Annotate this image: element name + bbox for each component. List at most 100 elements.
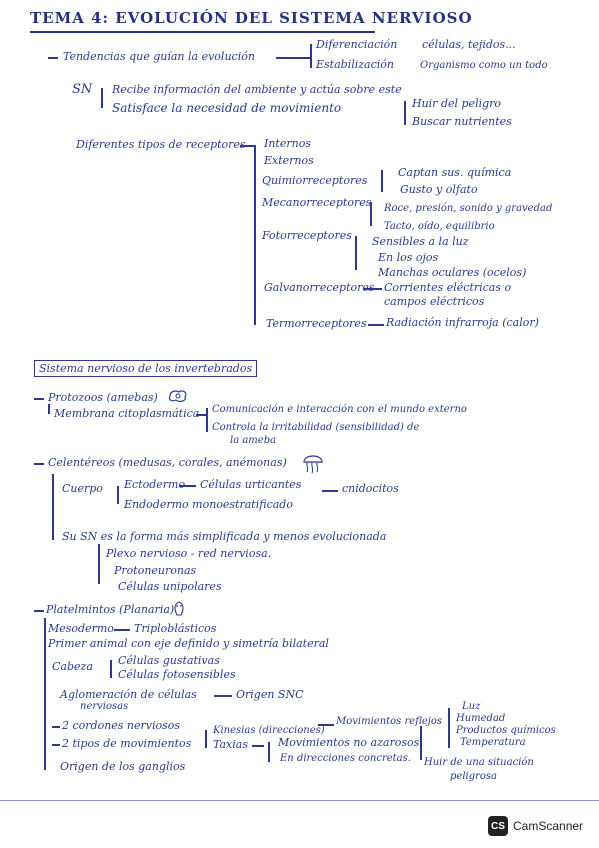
- bullet-dash: [48, 57, 58, 59]
- page-title: TEMA 4: EVOLUCIÓN DEL SISTEMA NERVIOSO: [30, 9, 473, 27]
- taxias: Taxias: [213, 738, 248, 751]
- cabeza-1: Células gustativas: [118, 654, 220, 667]
- title-underline: [30, 31, 375, 33]
- bracket: [254, 145, 256, 325]
- receptor-mecano: Mecanorreceptores: [262, 196, 372, 209]
- no-azarosos: Movimientos no azarosos: [278, 736, 420, 749]
- tendencias-label: Tendencias que guían la evolución: [63, 50, 255, 63]
- bracket: [310, 44, 312, 68]
- scan-divider: [0, 800, 599, 801]
- planaria-icon: [174, 601, 184, 616]
- tipos-movimientos: 2 tipos de movimientos: [62, 737, 192, 750]
- bracket: [48, 404, 50, 414]
- bracket: [52, 474, 54, 540]
- endodermo-label: Endodermo monoestratificado: [124, 498, 293, 511]
- foto-2: En los ojos: [378, 251, 439, 264]
- bracket: [381, 170, 383, 192]
- origen-ganglios: Origen de los ganglios: [60, 760, 186, 773]
- aglomeracion-leaf: Origen SNC: [236, 688, 304, 701]
- tendencias-leaf-2: Organismo como un todo: [420, 60, 548, 71]
- cuerpo-label: Cuerpo: [62, 482, 103, 495]
- foto-3: Manchas oculares (ocelos): [378, 266, 527, 279]
- section-box: Sistema nervioso de los invertebrados: [34, 360, 258, 377]
- bullet-dash: [52, 726, 60, 728]
- bracket: [117, 486, 119, 504]
- camscanner-watermark: CS CamScanner: [488, 816, 583, 836]
- celentereos-sn-1: Plexo nervioso - red nerviosa.: [106, 547, 272, 560]
- galvano-1: Corrientes eléctricas o: [384, 281, 512, 294]
- sn-label: SN: [72, 82, 93, 97]
- membrana-2: Controla la irritabilidad (sensibilidad)…: [212, 422, 420, 433]
- mecano-1: Roce, presión, sonido y gravedad: [384, 203, 553, 214]
- connector: [214, 695, 232, 697]
- sn-move-2: Buscar nutrientes: [412, 115, 512, 128]
- medusa-icon: [303, 455, 323, 474]
- camscanner-logo-icon: CS: [488, 816, 508, 836]
- bracket: [44, 618, 46, 770]
- bracket: [404, 101, 406, 125]
- protozoos-label: Protozoos (amebas): [48, 391, 158, 404]
- quimio-2: Gusto y olfato: [400, 183, 478, 196]
- bullet-dash: [52, 744, 60, 746]
- estimulo-quimicos: Productos químicos: [456, 725, 556, 736]
- camscanner-name: CamScanner: [513, 819, 584, 833]
- tendencias-branch-2: Estabilización: [316, 58, 394, 71]
- bracket: [205, 730, 207, 748]
- ameba-icon: [168, 390, 187, 403]
- bracket: [448, 708, 450, 748]
- bracket: [98, 544, 100, 584]
- primer-animal: Primer animal con eje definido y simetrí…: [48, 637, 329, 650]
- celentereos-sn: Su SN es la forma más simplificada y men…: [62, 530, 387, 543]
- bullet-dash: [34, 610, 44, 612]
- connector: [240, 145, 254, 147]
- connector: [114, 629, 130, 631]
- sn-line-1: Recibe información del ambiente y actúa …: [112, 83, 402, 96]
- connector: [276, 57, 310, 59]
- mecano-2: Tacto, oído, equilibrio: [384, 221, 495, 232]
- estimulo-humedad: Humedad: [456, 713, 506, 724]
- aglomeracion: Aglomeración de células: [60, 688, 197, 701]
- cnidocitos: cnidocitos: [342, 482, 399, 495]
- direcciones-concretas: En direcciones concretas.: [280, 753, 411, 764]
- celentereos-label: Celentéreos (medusas, corales, anémonas): [48, 456, 287, 469]
- bracket: [355, 236, 357, 270]
- receptores-label: Diferentes tipos de receptores: [76, 138, 246, 151]
- bracket: [370, 202, 372, 226]
- termo-1: Radiación infrarroja (calor): [386, 316, 539, 329]
- bullet-dash: [34, 463, 44, 465]
- cabeza-label: Cabeza: [52, 660, 93, 673]
- platelmintos-label: Platelmintos (Planaria): [46, 603, 175, 616]
- tendencias-branch-1: Diferenciación: [316, 38, 398, 51]
- reflejos: Movimientos reflejos: [336, 716, 443, 727]
- connector: [180, 485, 196, 487]
- connector: [252, 745, 264, 747]
- cabeza-2: Células fotosensibles: [118, 668, 236, 681]
- connector: [364, 288, 382, 290]
- bracket: [206, 408, 208, 432]
- bracket: [110, 660, 112, 678]
- estimulo-luz: Luz: [462, 701, 481, 712]
- receptor-galvano: Galvanorreceptores: [264, 281, 375, 294]
- tendencias-leaf-1: células, tejidos...: [422, 38, 516, 51]
- receptor-termo: Termorreceptores: [266, 317, 367, 330]
- membrana-1: Comunicación e interacción con el mundo …: [212, 404, 467, 415]
- connector: [196, 414, 206, 416]
- membrana-3: la ameba: [230, 435, 277, 446]
- mesodermo-leaf: Triploblásticos: [134, 622, 217, 635]
- receptor-internos: Internos: [264, 137, 311, 150]
- estimulo-temperatura: Temperatura: [460, 737, 526, 748]
- kinesias: Kinesias (direcciones): [213, 725, 325, 736]
- galvano-2: campos eléctricos: [384, 295, 485, 308]
- bracket: [101, 88, 103, 108]
- mesodermo-label: Mesodermo: [48, 622, 114, 635]
- ectodermo-label: Ectodermo: [124, 478, 186, 491]
- bullet-dash: [34, 398, 44, 400]
- connector: [368, 324, 384, 326]
- foto-1: Sensibles a la luz: [372, 235, 469, 248]
- huir-situacion-2: peligrosa: [450, 771, 498, 782]
- bracket: [420, 726, 422, 760]
- huir-situacion: Huir de una situación: [424, 757, 534, 768]
- ectodermo-leaf: Células urticantes: [200, 478, 302, 491]
- membrana-label: Membrana citoplasmática: [54, 407, 200, 420]
